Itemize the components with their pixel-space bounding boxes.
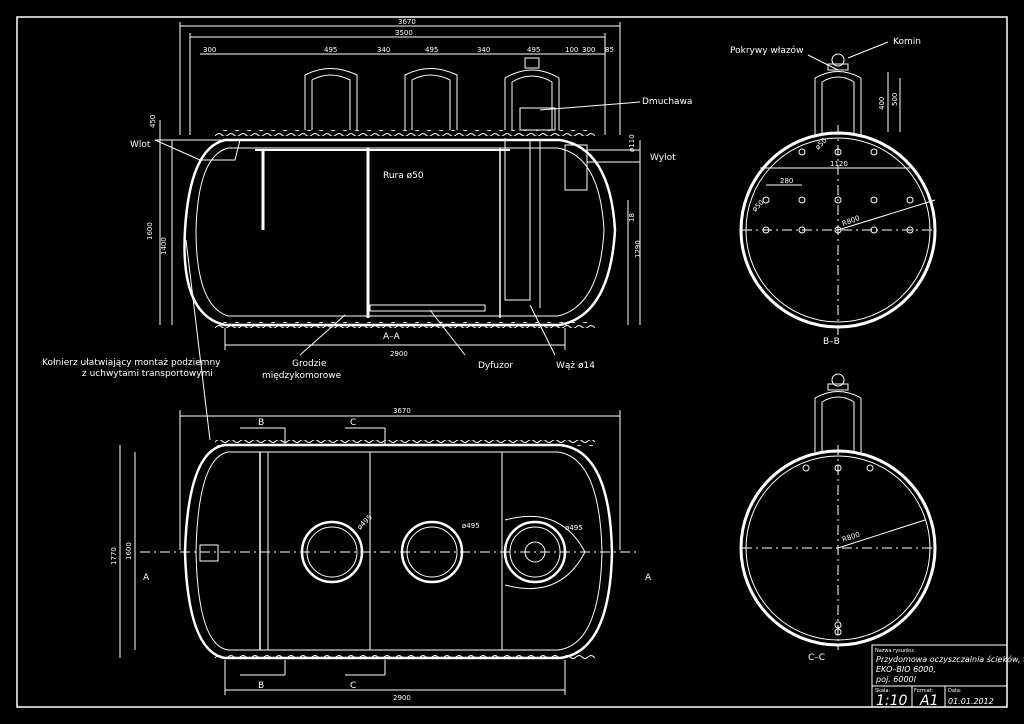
dim-o110: ø110 xyxy=(628,134,636,152)
manhole-3-aa xyxy=(504,69,560,130)
dim-495-c: 495 xyxy=(527,46,540,54)
dim-3500: 3500 xyxy=(395,29,413,37)
title-name-line2: EKO–BIO 6000, xyxy=(876,665,936,674)
date-label: Data: xyxy=(948,688,962,694)
dim-2900-plan: 2900 xyxy=(393,694,411,702)
sheet-frame xyxy=(16,16,1008,708)
title-block xyxy=(871,644,1008,708)
dim-o495-2: ø495 xyxy=(462,522,480,530)
dim-495-a: 495 xyxy=(324,46,337,54)
dim-450: 450 xyxy=(149,115,157,128)
dim-1120: 1120 xyxy=(830,160,848,168)
dim-340-b: 340 xyxy=(477,46,490,54)
label-chimney: Komin xyxy=(893,37,921,47)
label-covers: Pokrywy włazów xyxy=(730,45,803,56)
section-aa-view xyxy=(154,22,641,441)
format-value: A1 xyxy=(919,693,938,709)
dim-400: 400 xyxy=(878,97,886,110)
label-outlet: Wylot xyxy=(650,153,676,163)
dim-2900-aa: 2900 xyxy=(390,350,408,358)
mark-a-right: A xyxy=(645,573,652,583)
mark-c-top: C xyxy=(350,418,356,428)
dim-340-a: 340 xyxy=(377,46,390,54)
label-partitions-1: Grodzie xyxy=(292,359,327,369)
plan-view xyxy=(119,410,640,695)
chimney-bb xyxy=(814,71,862,135)
dim-85: 85 xyxy=(605,46,614,54)
tank-outline-aa xyxy=(183,138,617,327)
manhole-1-plan xyxy=(300,520,364,584)
dim-300-left: 300 xyxy=(203,46,216,54)
bb-holes xyxy=(762,148,914,234)
label-diffuser: Dyfuzor xyxy=(478,361,513,371)
dim-1600-aa: 1600 xyxy=(146,222,154,240)
dim-1770: 1770 xyxy=(110,547,118,565)
label-flange-1: Kołnierz ułatwiający montaż podziemny xyxy=(42,358,221,368)
dim-300-right: 300 xyxy=(582,46,595,54)
inlet-pipe xyxy=(154,139,241,161)
label-flange-2: z uchwytami transportowymi xyxy=(82,369,213,379)
chimney-cc xyxy=(814,391,862,452)
label-hose: Wąż ø14 xyxy=(556,361,595,371)
label-pipe: Rura ø50 xyxy=(383,171,424,181)
dim-o495-3: ø495 xyxy=(565,524,583,532)
dim-1290: 1290 xyxy=(634,240,642,258)
title-name-label: Nazwa rysunku: xyxy=(875,648,915,654)
manhole-2-aa xyxy=(404,68,458,130)
section-bb-title: B–B xyxy=(823,337,840,347)
mark-a-left: A xyxy=(143,573,150,583)
section-cc-view xyxy=(739,373,937,650)
section-bb-view xyxy=(739,41,937,335)
section-aa-title: A–A xyxy=(383,332,401,342)
scale-value: 1:10 xyxy=(876,693,908,709)
dim-280: 280 xyxy=(780,177,793,185)
section-cc-title: C–C xyxy=(808,653,825,663)
title-name-line3: poj. 6000l xyxy=(875,675,917,684)
label-blower: Dmuchawa xyxy=(642,97,692,107)
chimney-cap-bb xyxy=(831,53,845,67)
mark-b-bottom: B xyxy=(258,681,264,691)
label-partitions-2: międzykomorowe xyxy=(262,371,342,381)
dim-500: 500 xyxy=(891,93,899,106)
scale-label: Skala: xyxy=(875,688,890,694)
manhole-1-aa xyxy=(304,68,358,130)
dim-o495-1: ø495 xyxy=(356,513,374,531)
format-label: Format: xyxy=(914,688,934,694)
blower-unit xyxy=(519,107,556,131)
title-name-line1: Przydomowa oczyszczalnia ścieków, typ xyxy=(876,654,1024,664)
hose-14 xyxy=(504,138,541,308)
date-value: 01.01.2012 xyxy=(948,697,994,706)
mark-b-top: B xyxy=(258,418,264,428)
mark-c-bottom: C xyxy=(350,681,356,691)
dim-3670-plan: 3670 xyxy=(393,407,411,415)
outlet-pipe xyxy=(564,144,588,191)
dim-1600-plan: 1600 xyxy=(125,542,133,560)
diffuser xyxy=(369,304,486,312)
dim-495-b: 495 xyxy=(425,46,438,54)
dim-3670-top: 3670 xyxy=(398,18,416,26)
dim-100: 100 xyxy=(565,46,578,54)
manhole-2-plan xyxy=(400,520,464,584)
dim-1400: 1400 xyxy=(160,237,168,255)
chimney-cap-aa xyxy=(524,57,540,69)
chimney-cap-cc xyxy=(831,373,845,387)
label-inlet: Wlot xyxy=(130,140,151,150)
dim-18: 18 xyxy=(628,213,636,222)
